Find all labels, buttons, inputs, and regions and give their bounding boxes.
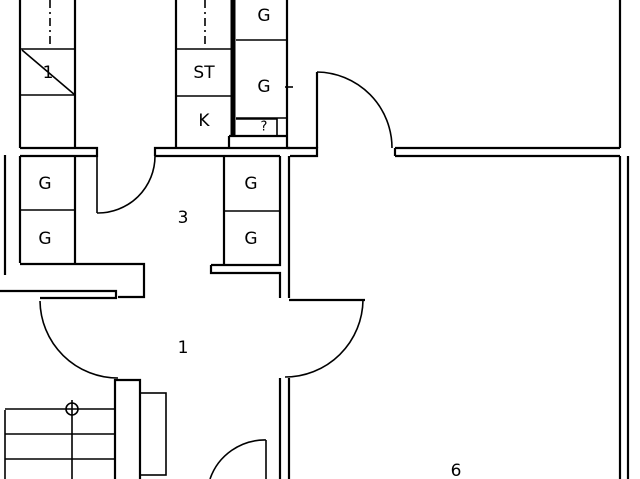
wall-lower bbox=[113, 378, 291, 479]
marker-label: 1 bbox=[43, 63, 54, 83]
door-room-6[interactable] bbox=[284, 299, 364, 378]
room-6-label: 6 bbox=[451, 461, 462, 479]
fixture-g: G bbox=[244, 174, 257, 194]
door-bottom[interactable] bbox=[209, 439, 267, 479]
door-room-1-left[interactable] bbox=[39, 300, 119, 379]
stairs bbox=[4, 400, 115, 479]
wall-top-right bbox=[393, 0, 630, 479]
kitchen-column: ST K bbox=[174, 0, 236, 148]
left-lower-cabinet: G G bbox=[0, 155, 146, 300]
door-top-right[interactable] bbox=[316, 71, 393, 149]
room-3-label: 3 bbox=[178, 208, 189, 228]
fixture-g: G bbox=[244, 229, 257, 249]
left-cabinet-column: 1 bbox=[18, 0, 77, 148]
middle-cabinet: G G bbox=[209, 156, 365, 302]
fixture-k: K bbox=[198, 111, 210, 131]
stair-start-icon bbox=[65, 402, 79, 416]
wall-segment bbox=[287, 72, 319, 158]
fixture-g: G bbox=[38, 174, 51, 194]
g-top-column: G G ? bbox=[227, 0, 293, 148]
room-1-label: 1 bbox=[178, 338, 189, 358]
fixture-g: G bbox=[257, 6, 270, 26]
door-room-3[interactable] bbox=[96, 155, 156, 214]
small-box-label: ? bbox=[261, 120, 268, 135]
wall-segment bbox=[20, 146, 290, 158]
fixture-g: G bbox=[38, 229, 51, 249]
fixture-st: ST bbox=[193, 63, 215, 83]
fixture-g: G bbox=[257, 77, 270, 97]
